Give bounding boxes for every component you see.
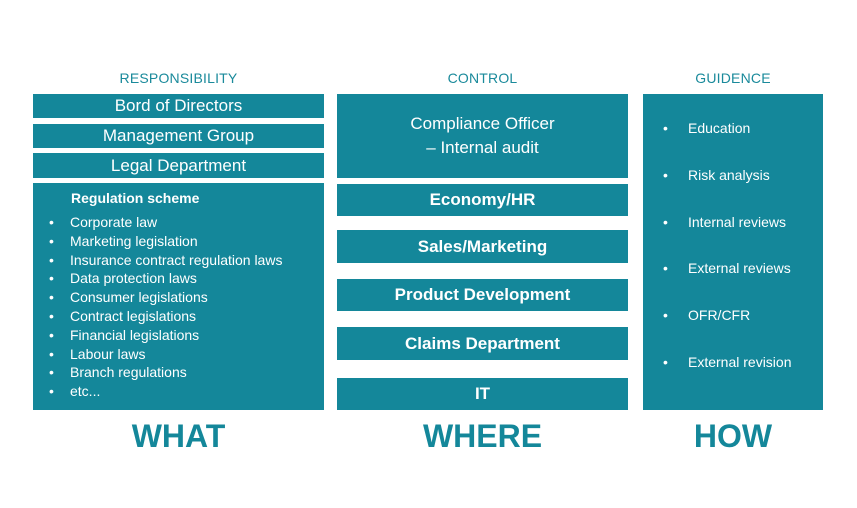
list-item: Corporate law bbox=[49, 213, 282, 232]
box-legal-department: Legal Department bbox=[33, 153, 324, 178]
box-claims-department: Claims Department bbox=[337, 327, 628, 360]
box-regulation-scheme: Regulation scheme Corporate law Marketin… bbox=[33, 183, 324, 410]
label-it: IT bbox=[474, 384, 491, 403]
header-responsibility: RESPONSIBILITY bbox=[119, 70, 238, 86]
footer-where: WHERE bbox=[422, 418, 543, 454]
box-compliance-officer: Compliance Officer – Internal audit bbox=[337, 94, 628, 178]
list-item: Labour laws bbox=[49, 345, 282, 364]
regulation-list: Corporate law Marketing legislation Insu… bbox=[49, 213, 282, 401]
list-item: etc... bbox=[49, 382, 282, 401]
list-item: Branch regulations bbox=[49, 363, 282, 382]
label-legal-department: Legal Department bbox=[110, 155, 247, 175]
footer-how: HOW bbox=[693, 418, 773, 454]
list-item: Risk analysis bbox=[663, 165, 792, 212]
label-product-development: Product Development bbox=[394, 285, 571, 304]
list-item: Data protection laws bbox=[49, 269, 282, 288]
header-control: CONTROL bbox=[447, 70, 518, 86]
compliance-officer-label: Compliance Officer bbox=[410, 114, 555, 133]
label-claims-department: Claims Department bbox=[405, 333, 560, 353]
list-item: Internal reviews bbox=[663, 212, 792, 259]
footer-what: WHAT bbox=[131, 418, 226, 454]
list-item: Consumer legislations bbox=[49, 288, 282, 307]
box-board-of-directors: Bord of Directors bbox=[33, 94, 324, 118]
box-product-development: Product Development bbox=[337, 279, 628, 311]
regulation-scheme-title: Regulation scheme bbox=[71, 190, 200, 206]
list-item: Marketing legislation bbox=[49, 232, 282, 251]
box-economy-hr: Economy/HR bbox=[337, 184, 628, 216]
list-item: Financial legislations bbox=[49, 326, 282, 345]
list-item: Insurance contract regulation laws bbox=[49, 251, 282, 270]
list-item: OFR/CFR bbox=[663, 305, 792, 352]
box-sales-marketing: Sales/Marketing bbox=[337, 230, 628, 263]
box-it: IT bbox=[337, 378, 628, 410]
box-management-group: Management Group bbox=[33, 124, 324, 148]
label-management-group: Management Group bbox=[102, 126, 255, 145]
guidence-list: Education Risk analysis Internal reviews… bbox=[663, 118, 792, 399]
internal-audit-label: – Internal audit bbox=[426, 138, 539, 157]
list-item: Contract legislations bbox=[49, 307, 282, 326]
list-item: External revision bbox=[663, 352, 792, 399]
box-guidence: Education Risk analysis Internal reviews… bbox=[643, 94, 823, 410]
list-item: Education bbox=[663, 118, 792, 165]
label-board-of-directors: Bord of Directors bbox=[114, 96, 243, 115]
label-economy-hr: Economy/HR bbox=[429, 190, 536, 209]
header-guidence: GUIDENCE bbox=[695, 70, 771, 86]
list-item: External reviews bbox=[663, 258, 792, 305]
label-sales-marketing: Sales/Marketing bbox=[417, 236, 548, 256]
